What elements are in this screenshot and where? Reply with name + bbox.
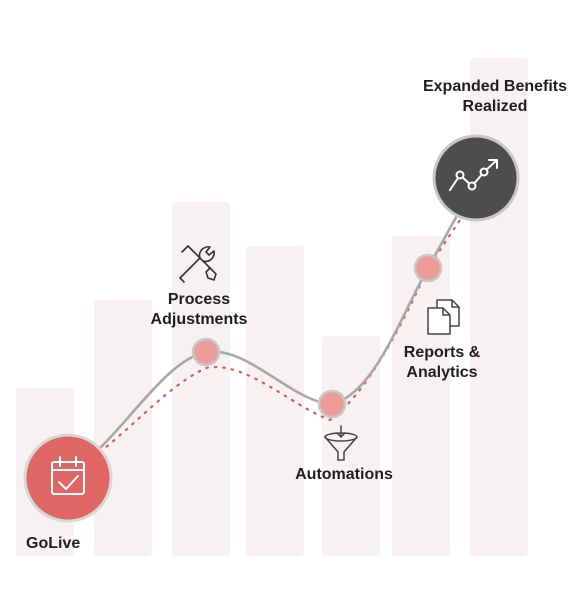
golive-label: GoLive [26, 535, 81, 552]
reports-node [413, 253, 443, 283]
process-label-line2: Adjustments [150, 311, 248, 328]
automations-node [317, 389, 347, 419]
reports-label-line1: Reports & [403, 344, 481, 361]
calendar-check-icon [51, 456, 85, 495]
trend-up-icon [449, 159, 498, 191]
journey-curve [98, 190, 472, 450]
reports-label-line2: Analytics [406, 364, 478, 381]
wrench-screwdriver-icon [179, 245, 217, 283]
process-label-line1: Process [167, 291, 231, 308]
expanded-benefits-label: Expanded Benefits Realized [408, 77, 581, 117]
benefits-node [432, 134, 520, 222]
benefits-label-line1: Expanded Benefits [422, 78, 568, 95]
background-bar [322, 336, 380, 556]
process-adjustments-label: Process Adjustments [143, 290, 255, 330]
funnel-icon [324, 425, 358, 461]
background-bar [172, 202, 230, 556]
background-bar [246, 246, 304, 556]
process-node [191, 337, 221, 367]
reports-analytics-label: Reports & Analytics [390, 343, 494, 383]
background-bar [392, 236, 450, 556]
background-bar [94, 300, 152, 556]
golive-node [23, 433, 113, 523]
documents-icon [427, 299, 460, 335]
background-bar [470, 58, 528, 556]
background-bars [16, 58, 528, 556]
benefits-label-line2: Realized [462, 98, 528, 115]
automations-label: Automations [295, 466, 393, 483]
